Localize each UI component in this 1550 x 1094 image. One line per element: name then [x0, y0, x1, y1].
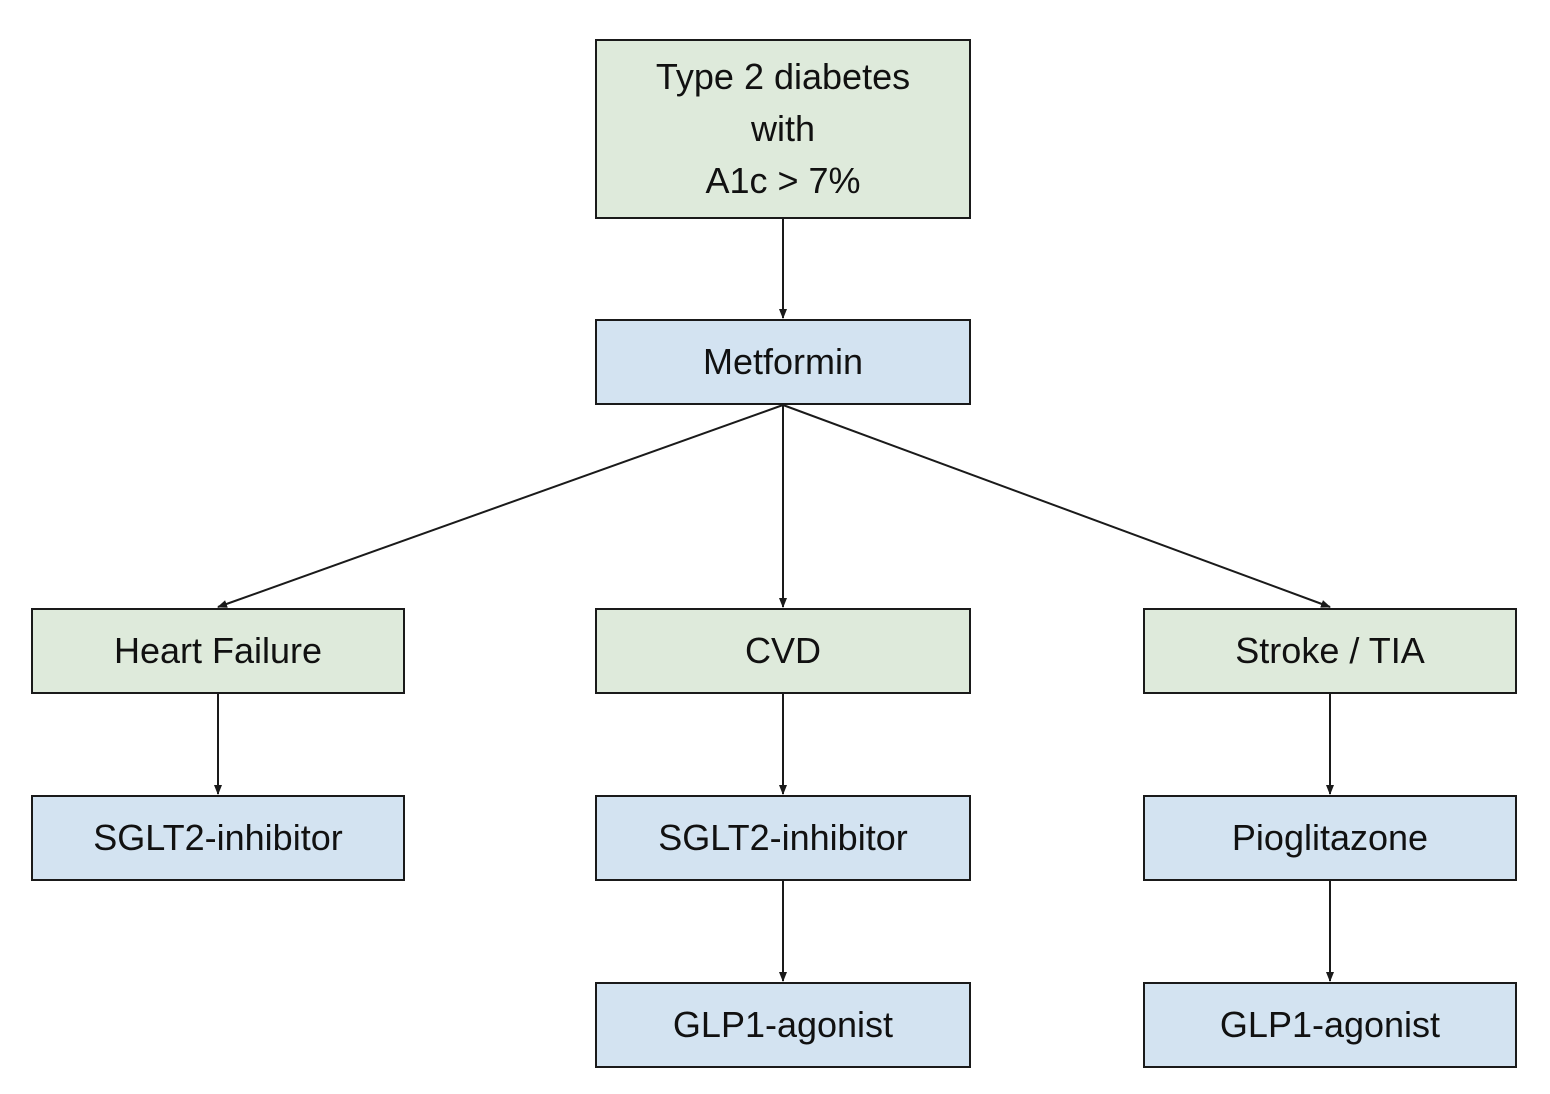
node-type2-diabetes-line-3: A1c > 7%: [705, 160, 861, 201]
edge-metformin-to-stroke-tia: [782, 404, 1331, 608]
node-hf-sglt2-inhibitor: SGLT2-inhibitor: [31, 795, 405, 881]
node-cvd-sglt2-inhibitor: SGLT2-inhibitor: [595, 795, 971, 881]
node-pioglitazone: Pioglitazone: [1143, 795, 1517, 881]
node-heart-failure: Heart Failure: [31, 608, 405, 694]
node-metformin: Metformin: [595, 319, 971, 405]
node-type2-diabetes: Type 2 diabetes with A1c > 7%: [595, 39, 971, 219]
node-type2-diabetes-line-2: with: [750, 108, 816, 149]
node-stroke-glp1-agonist: GLP1-agonist: [1143, 982, 1517, 1068]
node-type2-diabetes-line-1: Type 2 diabetes: [655, 56, 911, 97]
edge-metformin-to-heart-failure: [217, 404, 784, 608]
node-cvd: CVD: [595, 608, 971, 694]
node-stroke-tia: Stroke / TIA: [1143, 608, 1517, 694]
node-cvd-glp1-agonist: GLP1-agonist: [595, 982, 971, 1068]
